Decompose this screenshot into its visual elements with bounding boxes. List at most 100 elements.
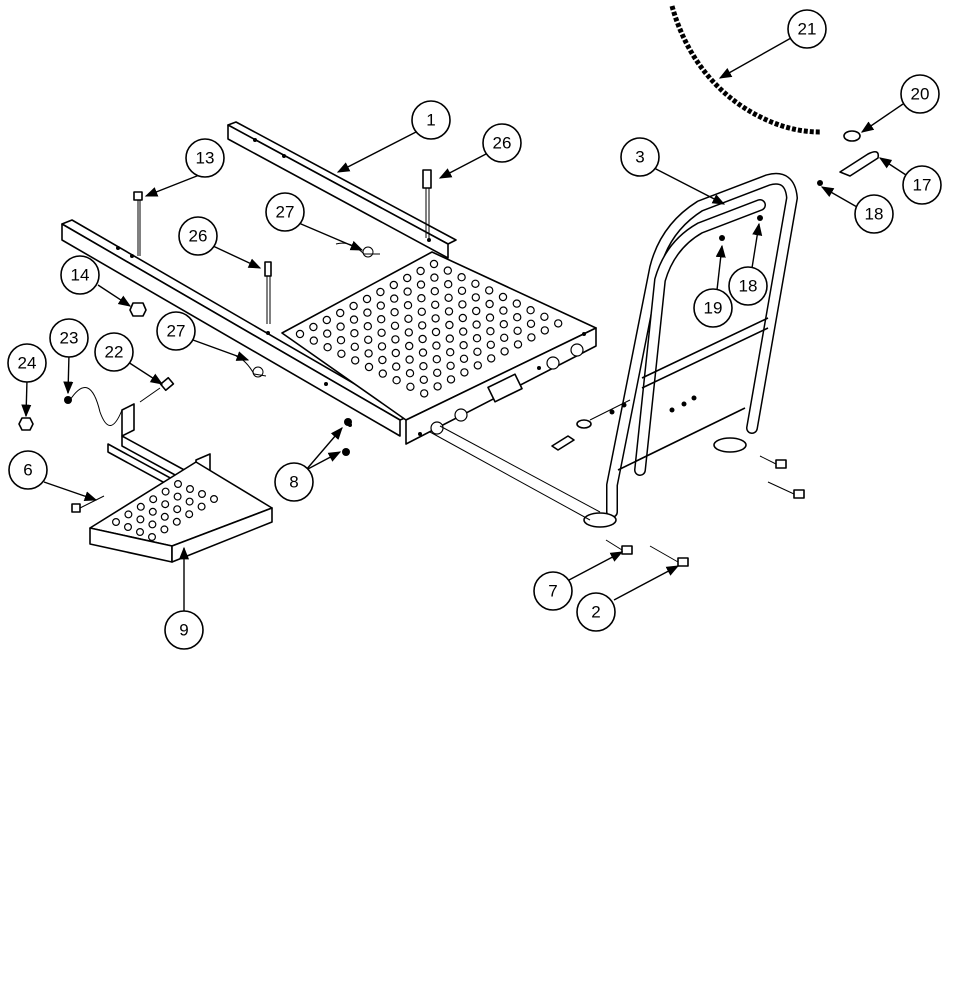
perforation-hole [416, 266, 425, 276]
perforation-hole [376, 287, 385, 297]
perforation-hole [432, 341, 441, 350]
perforation-hole [172, 517, 181, 526]
perforation-hole [513, 340, 523, 349]
perforation-hole [418, 321, 427, 330]
leader-lines [21, 37, 907, 612]
perforation-hole [526, 319, 536, 328]
perforation-hole [472, 306, 481, 316]
perforation-hole [418, 334, 427, 344]
perforation-hole [123, 522, 132, 531]
perforation-hole [459, 341, 468, 350]
callout-label: 21 [798, 20, 817, 39]
perforation-hole [485, 286, 494, 295]
callout-label: 24 [18, 354, 37, 373]
perforation-hole [197, 502, 206, 511]
perforation-hole [364, 349, 373, 358]
perforation-hole [500, 347, 509, 356]
perforation-hole [429, 259, 439, 269]
perforation-hole [554, 319, 563, 328]
perforation-hole [148, 507, 157, 516]
callout-22: 22 [94, 332, 134, 372]
callout-label: 18 [865, 205, 884, 224]
perforation-hole [136, 527, 145, 536]
perforation-hole [444, 307, 454, 316]
perforation-hole [444, 293, 453, 302]
perforation-hole [419, 375, 428, 384]
perforation-hole [185, 497, 194, 506]
callout-13: 13 [185, 138, 225, 178]
perforation-hole [486, 327, 495, 336]
perforation-hole [323, 329, 332, 338]
perforation-hole [185, 510, 194, 519]
perforation-hole [323, 343, 332, 352]
perforation-hole [351, 356, 360, 365]
callout-label: 27 [276, 203, 295, 222]
callout-27-upper: 27 [265, 192, 305, 232]
perforation-hole [404, 314, 413, 323]
perforation-hole [389, 280, 398, 290]
perforation-hole [403, 287, 412, 296]
callout-label: 17 [913, 176, 932, 195]
callout-18-rail: 18 [728, 266, 768, 306]
perforation-hole [445, 320, 454, 330]
callout-label: 19 [704, 299, 723, 318]
perforation-hole [378, 355, 387, 365]
platform-frame [61, 121, 597, 445]
perforation-hole [431, 327, 441, 337]
hardware [18, 130, 880, 567]
perforation-hole [337, 349, 346, 358]
callout-7: 7 [533, 571, 573, 611]
perforation-hole [419, 362, 428, 371]
perforation-hole [458, 313, 467, 323]
perforation-hole [418, 348, 428, 357]
perforation-hole [173, 505, 182, 514]
perforation-hole [363, 322, 372, 331]
perforation-hole [445, 334, 454, 343]
perforation-hole [364, 362, 374, 372]
perforation-hole [391, 348, 400, 358]
perforation-hole [390, 294, 399, 303]
step-assembly [89, 403, 273, 563]
callout-18-right: 18 [854, 194, 894, 234]
perforation-hole [174, 480, 183, 489]
perforation-hole [457, 286, 467, 295]
perforation-hole [513, 313, 522, 322]
callout-label: 20 [911, 85, 930, 104]
perforation-hole [459, 327, 468, 336]
platform-plate-perforations [295, 259, 563, 398]
perforation-hole [403, 273, 412, 283]
perforation-hole [527, 333, 536, 342]
perforation-hole [431, 314, 440, 323]
perforation-hole [111, 517, 120, 526]
perforation-hole [160, 525, 169, 534]
callout-label: 27 [167, 322, 186, 341]
callout-26-right: 26 [482, 123, 522, 163]
callout-label: 6 [23, 461, 32, 480]
handrail [429, 172, 798, 528]
perforation-hole [136, 502, 145, 511]
perforation-hole [405, 341, 414, 351]
callout-20: 20 [900, 74, 940, 114]
perforation-hole [540, 312, 549, 321]
perforation-hole [460, 368, 469, 377]
perforation-hole [457, 273, 466, 282]
perforation-hole [430, 273, 439, 282]
perforation-hole [443, 266, 452, 275]
callout-label: 7 [548, 582, 557, 601]
perforation-hole [295, 329, 305, 339]
perforation-hole [459, 354, 469, 363]
perforation-hole [458, 300, 467, 309]
perforation-hole [378, 369, 387, 378]
callout-21: 21 [787, 9, 827, 49]
callout-14: 14 [60, 255, 100, 295]
callout-9: 9 [164, 610, 204, 650]
perforation-hole [487, 354, 496, 363]
perforation-hole [431, 300, 440, 309]
perforation-hole [350, 342, 359, 351]
perforation-hole [512, 299, 522, 308]
callout-label: 13 [196, 149, 215, 168]
perforation-hole [417, 294, 426, 303]
perforation-hole [485, 299, 494, 309]
perforation-hole [471, 279, 480, 288]
